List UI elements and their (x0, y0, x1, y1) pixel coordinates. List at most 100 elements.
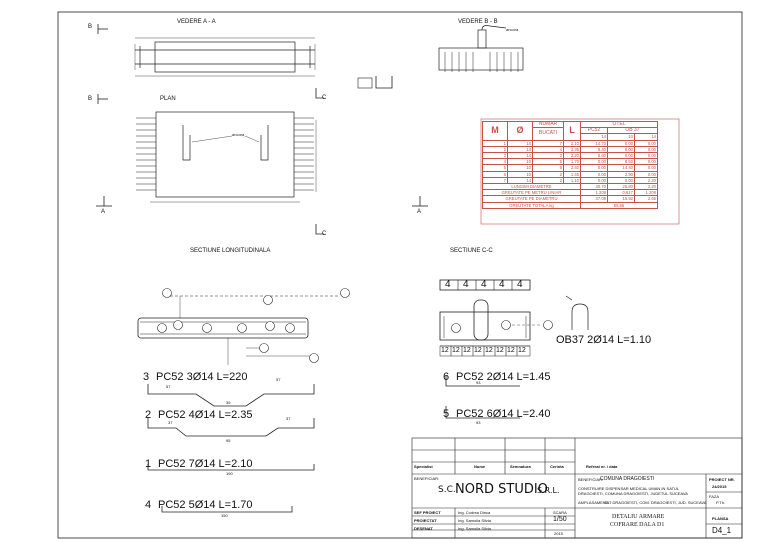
section-longitudinal (137, 295, 340, 365)
beneficiar-value: COMUNA DRAGOIESTI (600, 476, 655, 482)
bar7-label: OB37 2Ø14 L=1.10 (556, 334, 652, 346)
company-suffix: S.R.L. (537, 486, 560, 495)
plan-bars-right (294, 117, 314, 191)
section-cc-grid (450, 280, 518, 356)
steel-table-frame (480, 118, 680, 225)
amplasament-label: AMPLASAMENT: (578, 500, 609, 505)
spacing-top: 4 (445, 279, 451, 290)
spacing-bottom: 12 (485, 347, 493, 354)
col-semn: Semnatura (510, 464, 531, 469)
desenat-name: Ing. Samoila Silvia (458, 526, 491, 531)
hook-label-plan: ancora (232, 132, 245, 137)
spacing-bottom: 12 (474, 347, 482, 354)
section-long-callouts (157, 288, 350, 363)
col-nume: Nume (474, 464, 486, 469)
bar2-dim: 37 (286, 416, 291, 421)
bar1-dim: 190 (226, 471, 233, 476)
company-name: NORD STUDIO (455, 482, 548, 497)
header-m: M (482, 121, 508, 141)
bar4-label: PC52 5Ø14 L=1.70 (158, 499, 253, 511)
section-cc (439, 279, 540, 357)
cell: GREUTATE TOTALA kg (482, 201, 581, 209)
header-l: L (563, 121, 581, 141)
cell: 55.66 (580, 201, 658, 209)
bar1-shape (147, 464, 315, 471)
scara-label: SCARA (553, 510, 567, 515)
view-bb (438, 25, 524, 71)
col-cerinta: Cerinta (550, 464, 564, 469)
header-otel: OTEL (580, 120, 658, 129)
view-bb-title: VEDERE B - B (458, 19, 498, 25)
faza: P.Th. (716, 500, 726, 505)
hook-label-bb: ancora (506, 27, 519, 32)
bar4-dim: 150 (221, 513, 228, 518)
bar5-dim: 93 (476, 420, 481, 425)
spacing-bottom: 12 (507, 347, 515, 354)
bar4-num: 4 (145, 499, 152, 511)
marker-b-top: B (88, 24, 93, 30)
plansa-label: PLANSA (712, 516, 729, 521)
view-bb-bars (444, 52, 519, 72)
plan-title: PLAN (160, 96, 176, 102)
bar2-num: 2 (145, 409, 152, 421)
bar5-shape (445, 406, 520, 419)
amplasament-value: SAT DRAGOIESTI, COM. DRAGOIESTI, JUD. SU… (604, 500, 707, 505)
bar5-label: PC52 6Ø14 L=2.40 (456, 408, 551, 420)
bar6-dim: 93 (476, 380, 481, 385)
spacing-bottom: 12 (496, 347, 504, 354)
bar2-dim: 37 (168, 420, 173, 425)
bar3-dim: 39 (226, 400, 231, 405)
data: 2015 (554, 531, 563, 536)
bar1-label: PC52 7Ø14 L=2.10 (158, 458, 253, 470)
bar4-shape (161, 506, 293, 513)
scara: 1/50 (553, 516, 567, 523)
bar3-dim: 57 (276, 377, 281, 382)
bar7-shape (565, 295, 589, 330)
drawing-title-2: COFRARE DALA D1 (610, 522, 665, 528)
bar6-label: PC52 2Ø14 L=1.45 (456, 371, 551, 383)
bar2-label: PC52 4Ø14 L=2.35 (158, 409, 253, 421)
sef-name: Ing. Codrea Dinca (458, 510, 491, 515)
header-ob37: OB 37 (607, 127, 658, 135)
marker-b-bottom: B (88, 96, 93, 102)
bar5-num: 5 (443, 408, 450, 420)
proiect-nr: 24/2015 (712, 484, 727, 489)
section-cc-title: SECTIUNE C-C (450, 248, 493, 254)
sef-label: SEF PROIECT (414, 510, 441, 515)
col-referat: Referat nr. / data (586, 464, 618, 469)
title-block-grid (411, 437, 743, 539)
sheet-border (57, 11, 743, 539)
view-aa-title: VEDERE A - A (177, 19, 216, 25)
plan-bars-left (136, 117, 156, 191)
spacing-bottom: 12 (518, 347, 526, 354)
desenat-label: DESENAT (414, 526, 433, 531)
beneficiar-key: BENEFICIAR: (578, 477, 604, 482)
spacing-top: 4 (463, 279, 469, 290)
spacing-bottom: 12 (463, 347, 471, 354)
spacing-top: 4 (517, 279, 523, 290)
company-prefix: S.C. (438, 485, 456, 495)
spacing-bottom: 12 (452, 347, 460, 354)
header-d: Ø (507, 121, 533, 141)
bar3-label: PC52 3Ø14 L=220 (156, 371, 248, 383)
bar-shapes (147, 376, 520, 513)
marker-a-left: A (101, 209, 106, 215)
bar1-num: 1 (145, 458, 152, 470)
bar6-shape (445, 376, 520, 387)
plansa: D4_1 (712, 526, 732, 535)
marker-a-right: A (417, 209, 422, 215)
proiect-nr-label: PROIECT NR. (709, 477, 735, 482)
bar3-num: 3 (143, 371, 150, 383)
spacing-bottom: 12 (441, 347, 449, 354)
bar3-shape (147, 384, 315, 407)
spacing-top: 4 (499, 279, 505, 290)
beneficiar-label: BENEFICIAR: (414, 476, 440, 481)
bar2-dim: 95 (226, 438, 231, 443)
